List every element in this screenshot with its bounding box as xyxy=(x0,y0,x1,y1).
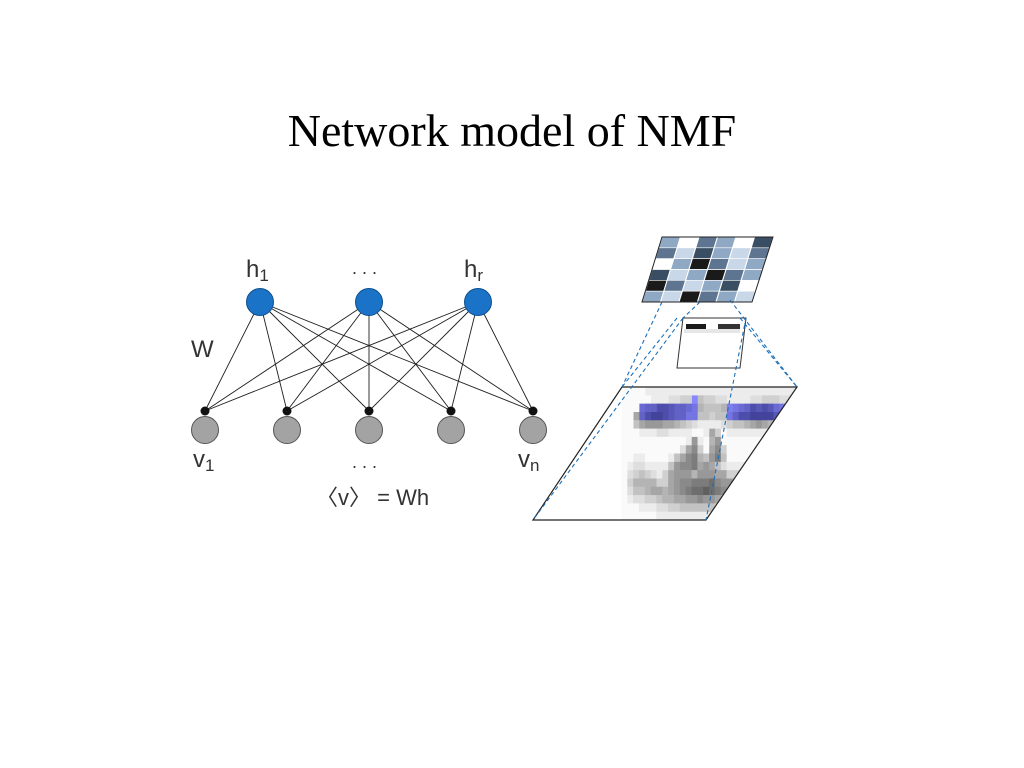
visible-node-1 xyxy=(191,416,219,444)
visible-node-3 xyxy=(355,416,383,444)
basis-image xyxy=(676,317,747,369)
visible-node-5 xyxy=(519,416,547,444)
edge-h1-v2 xyxy=(259,301,288,412)
label-w: W xyxy=(191,336,214,363)
equation: 〈v〉 = Wh xyxy=(316,485,429,510)
visible-nodes xyxy=(191,416,547,444)
hidden-node-3 xyxy=(464,288,492,316)
edge-h3-v5 xyxy=(477,301,534,412)
hidden-node-2 xyxy=(355,288,383,316)
label-h1: h1 xyxy=(246,256,269,285)
visible-node-4 xyxy=(437,416,465,444)
encoding-grid xyxy=(642,237,773,302)
slide-title: Network model of NMF xyxy=(287,105,737,156)
edge-h2-v5 xyxy=(368,301,534,412)
edge-h1-v3 xyxy=(259,301,370,412)
face-illustration xyxy=(531,236,799,521)
visible-connection-dot-3 xyxy=(364,406,374,416)
label-hidden-dots: . . . xyxy=(352,258,377,278)
edge-h3-v4 xyxy=(450,301,479,412)
projection-guides xyxy=(532,299,798,521)
edges-w xyxy=(204,301,534,412)
visible-connection-dot-4 xyxy=(446,406,456,416)
edge-h2-v1 xyxy=(204,301,370,412)
visible-connection-dots xyxy=(200,406,538,416)
visible-connection-dot-2 xyxy=(282,406,292,416)
edge-h2-v2 xyxy=(286,301,370,412)
hidden-node-1 xyxy=(246,288,274,316)
hidden-nodes xyxy=(246,288,492,316)
edge-h1-v5 xyxy=(259,301,534,412)
edge-h3-v1 xyxy=(204,301,479,412)
label-vn: vn xyxy=(518,446,539,475)
label-v1: v1 xyxy=(193,446,214,475)
visible-node-2 xyxy=(273,416,301,444)
face-image xyxy=(621,387,797,520)
visible-connection-dot-1 xyxy=(200,406,210,416)
edge-h1-v4 xyxy=(259,301,452,412)
edge-h3-v3 xyxy=(368,301,479,412)
label-visible-dots: . . . xyxy=(352,452,377,472)
network-diagram: h1 . . . hr W v1 . . . vn 〈v〉 = Wh xyxy=(191,256,547,510)
edge-h3-v2 xyxy=(286,301,479,412)
label-hr: hr xyxy=(464,256,483,285)
edge-h2-v4 xyxy=(368,301,452,412)
encoding-grid-border xyxy=(641,236,774,303)
edge-h1-v1 xyxy=(204,301,261,412)
visible-connection-dot-5 xyxy=(528,406,538,416)
